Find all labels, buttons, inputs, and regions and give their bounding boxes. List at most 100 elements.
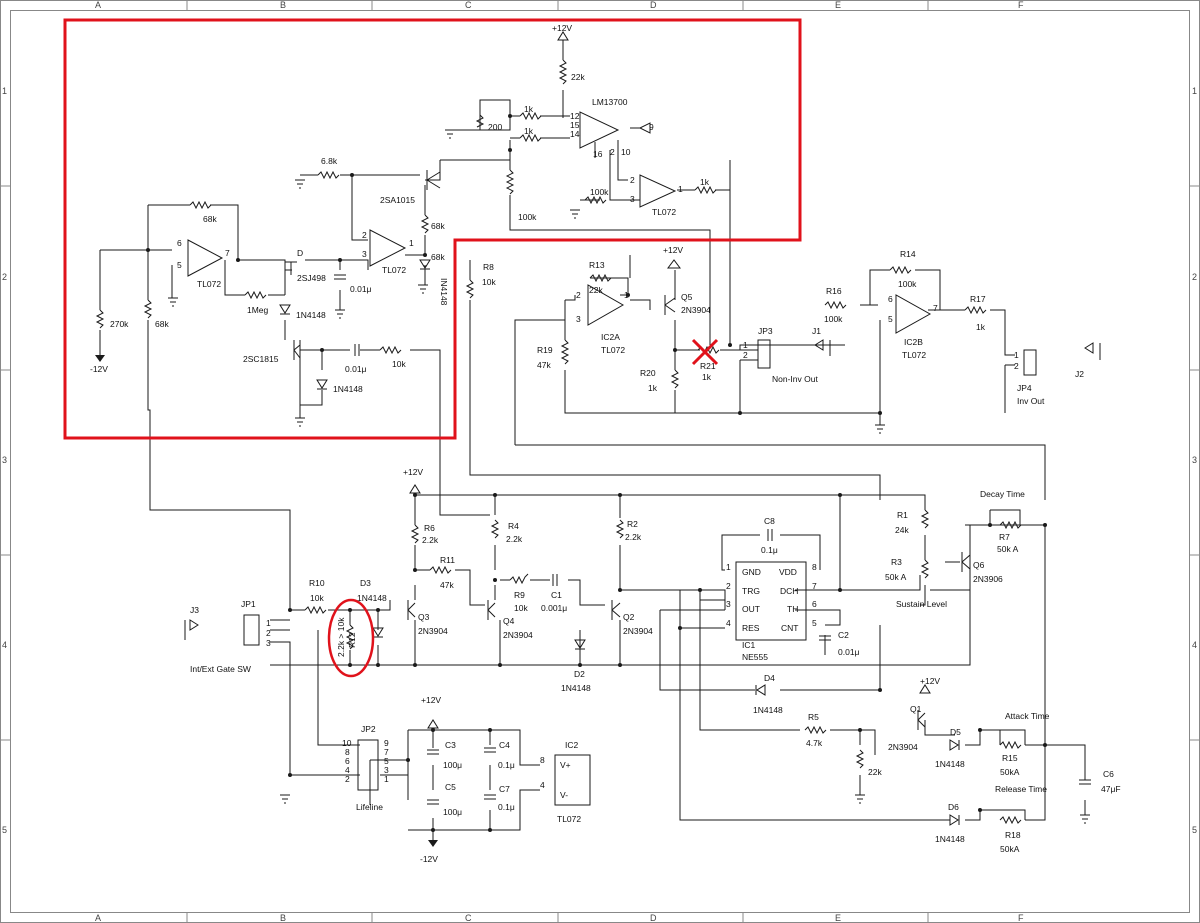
label: 68k (431, 252, 445, 262)
label: 4 (540, 780, 545, 790)
label: 68k (431, 221, 445, 231)
opamp-ic2b (895, 294, 932, 334)
diode-in4148 (419, 259, 431, 270)
label: TL072 (902, 350, 926, 360)
label: 1Meg (247, 305, 269, 315)
label: Q5 (681, 292, 693, 302)
opamp-tl072-u2 (369, 229, 407, 267)
resistor-r19 (560, 339, 570, 365)
label: JP1 (241, 599, 256, 609)
label: 0.1μ (498, 760, 515, 770)
col-label: C (465, 913, 472, 923)
label: JP2 (361, 724, 376, 734)
label: R8 (483, 262, 494, 272)
label: 2N3906 (973, 574, 1003, 584)
label: 2 (266, 628, 271, 638)
label: 7 (384, 747, 389, 757)
label: 2 (630, 175, 635, 185)
label: 1N4148 (357, 593, 387, 603)
resistor-68k (189, 200, 212, 210)
label: 100μ (443, 760, 462, 770)
label: 2 (1014, 361, 1019, 371)
label: D6 (948, 802, 959, 812)
label: 1N4148 (935, 759, 965, 769)
label: R19 (537, 345, 553, 355)
label: Q1 (910, 704, 922, 714)
label: VDD (779, 567, 797, 577)
label: 7 (812, 581, 817, 591)
output-flag-9 (638, 122, 651, 134)
resistor-r2 (615, 519, 625, 539)
resistor-r9 (509, 573, 529, 585)
label: 6 (177, 238, 182, 248)
col-label: A (95, 0, 101, 10)
label: J2 (1075, 369, 1084, 379)
resistor-6-8k (317, 170, 340, 180)
col-label: C (465, 0, 472, 10)
label: 0.01μ (350, 284, 372, 294)
wires (99, 40, 1086, 840)
highlight-box (63, 18, 802, 440)
connector-jp3 (757, 339, 771, 369)
label: Attack Time (1005, 711, 1050, 721)
resistor-r6 (410, 524, 420, 544)
label: Non-Inv Out (772, 374, 818, 384)
label: +12V (403, 467, 423, 477)
label: Lifeline (356, 802, 383, 812)
label: +12V (920, 676, 940, 686)
label: 1k (702, 372, 712, 382)
label: D2 (574, 669, 585, 679)
label: 100μ (443, 807, 462, 817)
transistor-q6 (961, 552, 971, 572)
connector-jp2 (357, 739, 379, 791)
label: 3 (266, 638, 271, 648)
label: R4 (508, 521, 519, 531)
label: 50kA (1000, 767, 1020, 777)
markup-annotations (63, 18, 802, 678)
capacitor-c7 (484, 794, 496, 800)
label: 2.2k (422, 535, 439, 545)
label: 68k (203, 214, 217, 224)
junction-dots (146, 114, 1047, 832)
resistor-68k (143, 299, 153, 319)
label: 100k (824, 314, 843, 324)
component-labels: +12V 22k LM13700 1k 12 15 14 200 1k 9 16… (90, 23, 1121, 864)
label: Q3 (418, 612, 430, 622)
label: 9 (384, 738, 389, 748)
label: 5 (384, 756, 389, 766)
resistor-22k (558, 59, 568, 85)
label: D5 (950, 727, 961, 737)
label: 3 (576, 314, 581, 324)
label: 3 (384, 765, 389, 775)
col-label: D (650, 913, 657, 923)
label: IC1 (742, 640, 756, 650)
row-label: 1 (1192, 86, 1197, 96)
row-label: 3 (1192, 455, 1197, 465)
label: C4 (499, 740, 510, 750)
row-label: 4 (1192, 640, 1197, 650)
label: TL072 (652, 207, 676, 217)
label: TL072 (557, 814, 581, 824)
fet-2sj498 (285, 261, 297, 275)
label: 270k (110, 319, 129, 329)
label: 47μF (1101, 784, 1121, 794)
transistor-q5 (664, 295, 676, 315)
vee-arrow (95, 355, 105, 362)
label: R17 (970, 294, 986, 304)
label: R20 (640, 368, 656, 378)
label: 6 (888, 294, 893, 304)
label: 2N3904 (418, 626, 448, 636)
label: 2SJ498 (297, 273, 326, 283)
label: 5 (812, 618, 817, 628)
diode-d2 (574, 639, 586, 650)
resistor-r12 (345, 624, 355, 650)
label: GND (742, 567, 761, 577)
resistor-r8 (465, 279, 475, 299)
supply-symbols (95, 31, 1090, 847)
label: 2 (726, 581, 731, 591)
label: +12V (421, 695, 441, 705)
label: JP4 (1017, 383, 1032, 393)
label: OUT (742, 604, 760, 614)
label: 100k (898, 279, 917, 289)
